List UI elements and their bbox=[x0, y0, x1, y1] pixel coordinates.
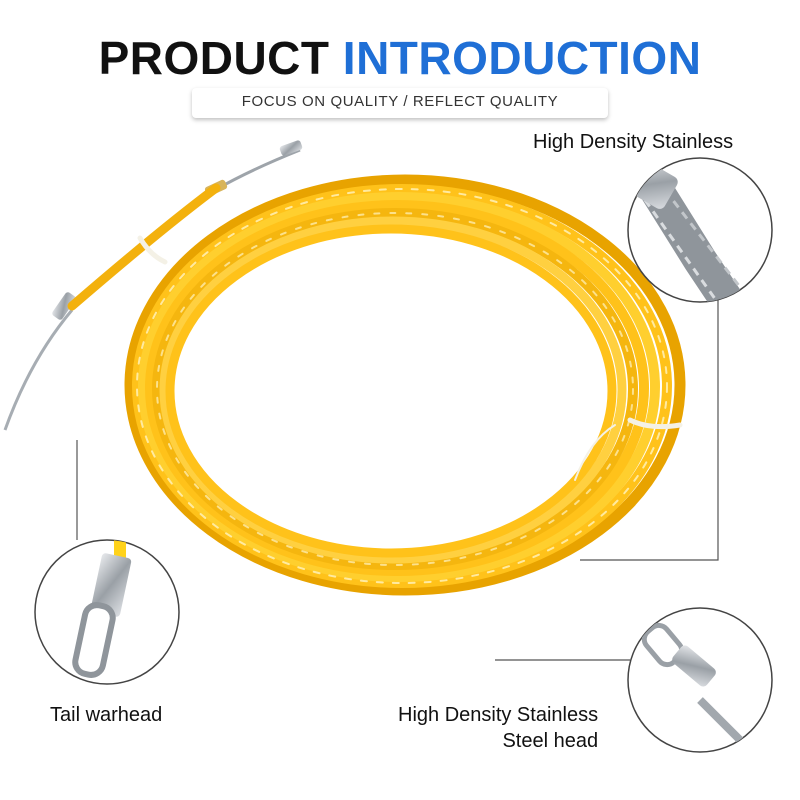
detail-circle-steel-wire bbox=[627, 157, 773, 303]
detail-circle-steel-head bbox=[627, 607, 773, 753]
label-steel-head: High Density Stainless Steel head bbox=[398, 702, 598, 754]
label-steel-head-line2: Steel head bbox=[502, 730, 599, 752]
callout-lines bbox=[76, 300, 719, 661]
label-tail-warhead: Tail warhead bbox=[50, 704, 163, 726]
subtitle-banner bbox=[192, 88, 608, 118]
label-steel-head-line1: High Density Stainless bbox=[398, 704, 599, 726]
subtitle: FOCUS ON QUALITY / REFLECT QUALITY bbox=[241, 93, 559, 110]
yellow-cable-coil bbox=[67, 174, 686, 596]
title-product: PRODUCT bbox=[98, 32, 330, 84]
label-high-density-stainless: High Density Stainless bbox=[533, 131, 734, 153]
page-title: PRODUCT INTRODUCTION bbox=[0, 30, 800, 86]
title-introduction: INTRODUCTION bbox=[342, 32, 702, 84]
detail-circle-tail-warhead bbox=[34, 539, 180, 685]
